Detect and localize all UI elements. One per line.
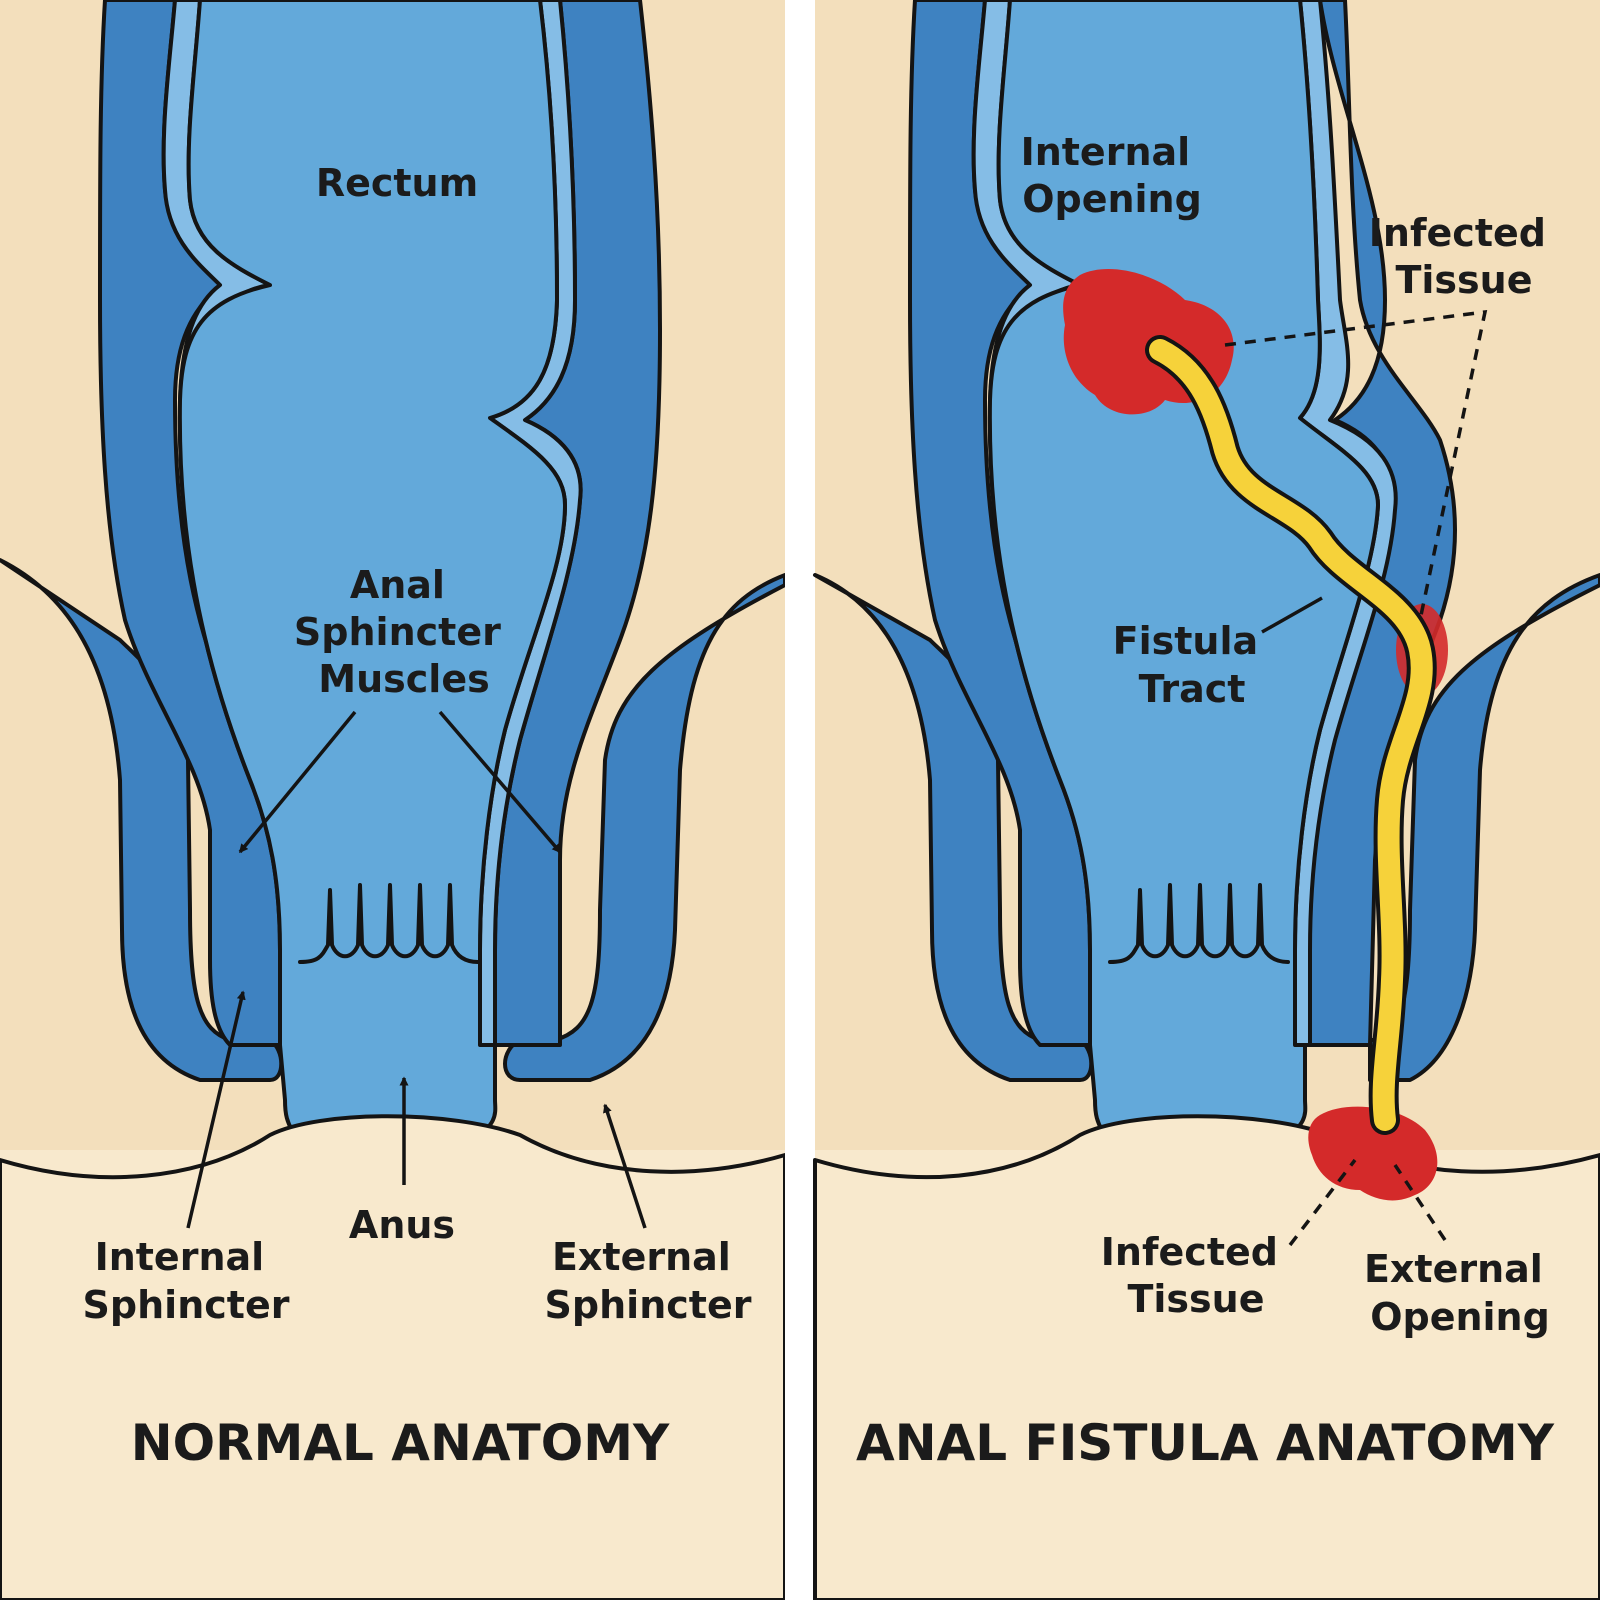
anal-columns — [298, 883, 480, 964]
label-internal-opening: Internal Opening — [1021, 130, 1204, 221]
label-fistula-tract: Fistula Tract — [1113, 619, 1272, 711]
dashed-leader-infected-bottom — [1288, 1158, 1357, 1247]
leader-fistula-tract — [1261, 596, 1323, 634]
label-internal-sphincter: Internal Sphincter — [83, 1235, 290, 1327]
title-anal-fistula-anatomy: ANAL FISTULA ANATOMY — [856, 1414, 1555, 1472]
label-infected-tissue-top: Infected Tissue — [1369, 211, 1559, 302]
left-panel: Rectum Anal Sphincter Muscles Anus Inter… — [0, 0, 787, 1600]
right-anal-columns — [1108, 883, 1290, 964]
right-panel: Internal Opening Infected Tissue Fistula… — [813, 0, 1600, 1600]
dashed-leader-external-opening — [1393, 1164, 1447, 1241]
arrow-external-sphincter — [603, 1103, 647, 1229]
arrow-internal-sphincter — [186, 990, 246, 1229]
label-external-sphincter: External Sphincter — [545, 1235, 752, 1327]
label-external-opening: External Opening — [1364, 1247, 1556, 1339]
label-anal-sphincter-muscles: Anal Sphincter Muscles — [294, 563, 514, 701]
arrow-sphincter-left — [238, 710, 357, 854]
label-anus: Anus — [349, 1203, 455, 1247]
label-infected-tissue-bottom: Infected Tissue — [1101, 1230, 1291, 1321]
label-rectum: Rectum — [316, 161, 478, 205]
dashed-leader-infected-top — [1224, 309, 1488, 621]
left-skin-surface — [0, 1114, 787, 1600]
arrow-sphincter-right — [438, 710, 562, 854]
panel-divider — [785, 0, 815, 1600]
right-skin-surface — [813, 1114, 1600, 1600]
fistula-tract-fill — [1149, 339, 1433, 1131]
left-outer-lobe-right — [503, 573, 787, 1082]
title-normal-anatomy: NORMAL ANATOMY — [131, 1414, 670, 1472]
